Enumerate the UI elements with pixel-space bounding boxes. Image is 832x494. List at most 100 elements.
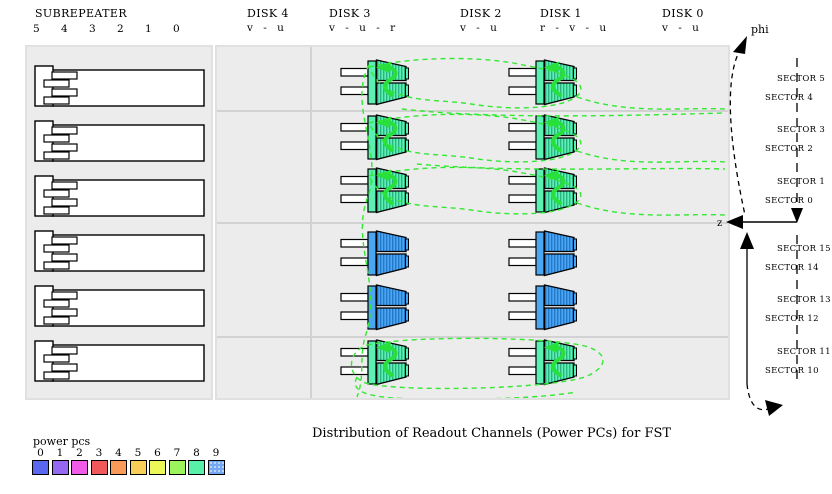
subrepeater-box-3 xyxy=(31,174,209,218)
legend-color-swatch xyxy=(188,460,205,475)
module-disk3-row4-pc9 xyxy=(340,229,410,279)
legend-item-7: 7 xyxy=(168,447,186,475)
routing-bottom-sweep xyxy=(354,376,578,398)
subrepeater-number: 0 xyxy=(173,23,180,35)
subrepeater-box-1 xyxy=(31,284,209,328)
subrepeater-number: 3 xyxy=(89,23,96,35)
subrepeater-box-4 xyxy=(31,119,209,163)
module-disk3-row1-pc8 xyxy=(340,58,410,108)
disk-name: DISK 4 xyxy=(247,7,289,20)
grid-horizontal-divider xyxy=(217,336,728,338)
legend-item-8: 8 xyxy=(188,447,205,475)
legend-item-6: 6 xyxy=(149,447,166,475)
sector-label-sector-1: SECTOR 1 xyxy=(777,177,826,187)
routing-tail-row2a xyxy=(576,150,726,163)
legend-number: 5 xyxy=(134,447,142,459)
subrepeater-number: 2 xyxy=(117,23,124,35)
disk-name: DISK 3 xyxy=(329,7,371,20)
routing-loop-row1 xyxy=(368,57,582,109)
disk-header: DISK 0 v - u xyxy=(662,7,704,34)
routing-loop-row2 xyxy=(368,113,582,163)
legend-title: power pcs xyxy=(33,435,91,448)
routing-tail-row3 xyxy=(576,202,726,216)
legend-item-3: 3 xyxy=(90,447,108,475)
legend-item-9: 9 xyxy=(207,447,225,475)
disk-header: DISK 3 v - u - r xyxy=(329,7,395,34)
legend-number: 9 xyxy=(212,447,220,459)
legend-number: 4 xyxy=(115,447,122,459)
module-disk1-row6-pc8 xyxy=(508,338,578,388)
legend-color-swatch xyxy=(207,460,225,475)
subrepeater-box-5 xyxy=(31,64,209,108)
disk-layers: v - u - r xyxy=(329,22,396,34)
disk-name: DISK 1 xyxy=(540,7,582,20)
legend-number: 7 xyxy=(173,447,181,459)
legend-item-1: 1 xyxy=(51,447,69,475)
routing-tail-row1a xyxy=(576,96,726,110)
sector-label-sector-4: SECTOR 4 xyxy=(765,93,814,103)
subrepeater-panel xyxy=(25,45,213,400)
sector-label-sector-5: SECTOR 5 xyxy=(777,74,826,84)
legend-color-swatch xyxy=(168,460,186,475)
legend-number: 1 xyxy=(56,447,64,459)
sector-axis-down-arrowhead-icon xyxy=(791,208,803,223)
legend-color-swatch xyxy=(110,460,127,475)
sector-label-sector-2: SECTOR 2 xyxy=(765,144,814,154)
subrepeater-box-0 xyxy=(31,339,209,383)
module-disk1-row4-pc9 xyxy=(508,229,578,279)
legend-color-swatch xyxy=(51,460,69,475)
subrepeater-number: 4 xyxy=(61,23,68,35)
sector-label-sector-10: SECTOR 10 xyxy=(765,366,819,376)
legend-number: 3 xyxy=(95,447,103,459)
phi-arrowhead-icon xyxy=(733,36,747,54)
sector-label-sector-3: SECTOR 3 xyxy=(777,125,826,135)
routing-loop-row6 xyxy=(350,337,604,390)
legend-color-swatch xyxy=(71,460,88,475)
axis-drawing: phi z xyxy=(717,23,803,416)
legend-item-4: 4 xyxy=(110,447,127,475)
subrepeater-title: SUBREPEATER xyxy=(35,7,128,20)
phi-axis-label: phi xyxy=(751,23,769,36)
subrepeater-box-2 xyxy=(31,229,209,273)
disk-name: DISK 0 xyxy=(662,7,704,20)
disk-layers: v - u xyxy=(247,22,284,34)
sector-label-sector-14: SECTOR 14 xyxy=(765,263,819,273)
routing-tail-row2b xyxy=(416,163,726,170)
routing-vertical-line xyxy=(356,64,373,398)
legend-item-5: 5 xyxy=(129,447,147,475)
module-disk3-row5-pc9 xyxy=(340,283,410,333)
legend-item-0: 0 xyxy=(32,447,49,475)
legend-number: 6 xyxy=(154,447,161,459)
axis-diagram: phi z SECTOR 5 SECTOR 4 SECTOR 3 SECTOR 2 SE… xyxy=(705,10,832,440)
module-disk3-row6-pc8 xyxy=(340,338,410,388)
z-axis-label: z xyxy=(717,218,722,229)
legend-item-2: 2 xyxy=(71,447,88,475)
module-disk1-row3-pc8 xyxy=(508,166,578,216)
legend-number: 2 xyxy=(76,447,83,459)
legend-color-swatch xyxy=(129,460,147,475)
disk-layers: v - u xyxy=(460,22,497,34)
phi-bottom-arrowhead-icon xyxy=(765,400,783,416)
legend-number: 8 xyxy=(193,447,200,459)
subrepeater-number: 5 xyxy=(33,23,40,35)
disk-header: DISK 4 v - u xyxy=(247,7,289,34)
sector-label-sector-11: SECTOR 11 xyxy=(777,347,831,357)
routing-loop-row3 xyxy=(368,166,582,215)
z-arrowhead-icon xyxy=(726,215,743,229)
phi-arc-upper xyxy=(729,47,746,216)
module-disk3-row2-pc8 xyxy=(340,113,410,163)
sector-label-sector-0: SECTOR 0 xyxy=(765,196,814,206)
disk-grid-panel xyxy=(215,45,730,400)
sector-label-sector-12: SECTOR 12 xyxy=(765,314,819,324)
sector-label-sector-13: SECTOR 13 xyxy=(777,295,831,305)
legend-color-swatch xyxy=(32,460,49,475)
disk-layers: v - u xyxy=(662,22,699,34)
caption: Distribution of Readout Channels (Power … xyxy=(312,426,672,441)
up-arrowhead-icon xyxy=(740,232,754,249)
module-disk3-row3-pc8 xyxy=(340,166,410,216)
disk-layers: r - v - u xyxy=(540,22,607,34)
